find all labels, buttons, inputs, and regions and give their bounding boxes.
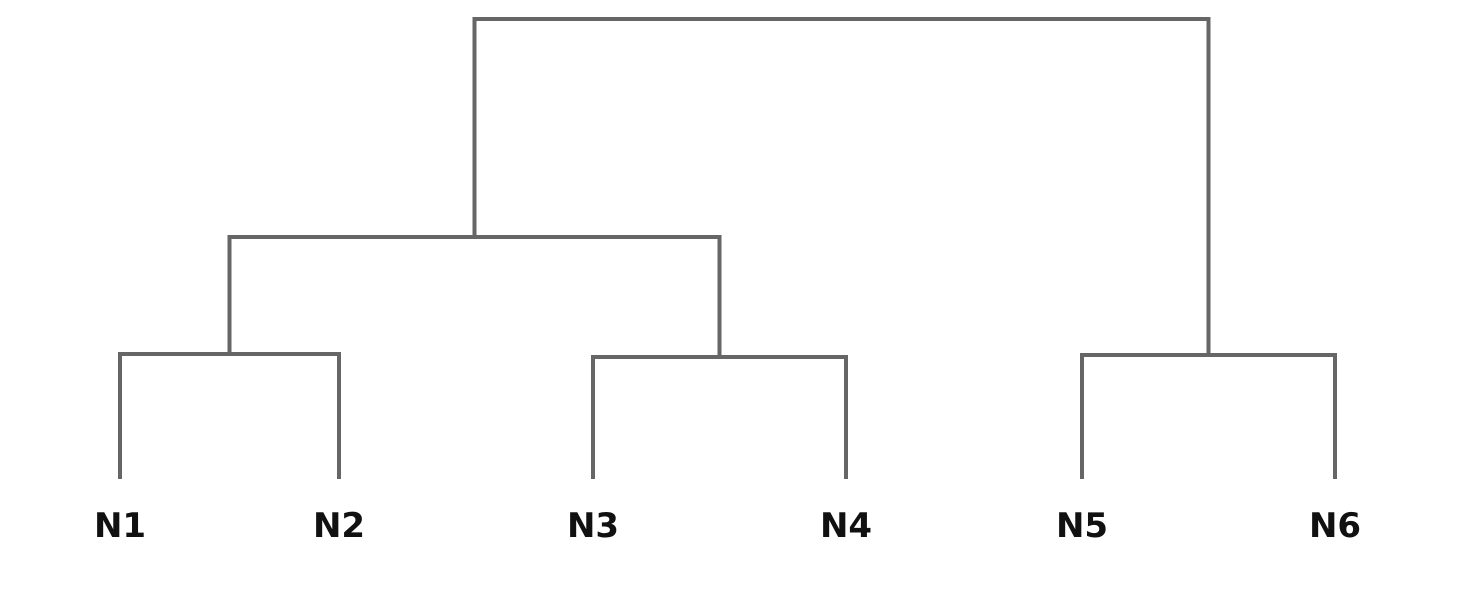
leaf-label-n5: N5 [1056, 506, 1108, 546]
branch-c34 [591, 355, 848, 479]
branch-c56 [1080, 353, 1337, 479]
leaf-label-n6: N6 [1309, 506, 1361, 546]
branches [118, 17, 1337, 479]
leaf-label-n2: N2 [313, 506, 365, 546]
leaf-labels: N1 N2 N3 N4 N5 N6 [94, 506, 1361, 546]
leaf-label-n1: N1 [94, 506, 146, 546]
branch-root [472, 17, 1211, 357]
branch-c12 [118, 352, 341, 479]
branch-c1234 [227, 235, 722, 359]
leaf-label-n3: N3 [567, 506, 619, 546]
leaf-label-n4: N4 [820, 506, 872, 546]
